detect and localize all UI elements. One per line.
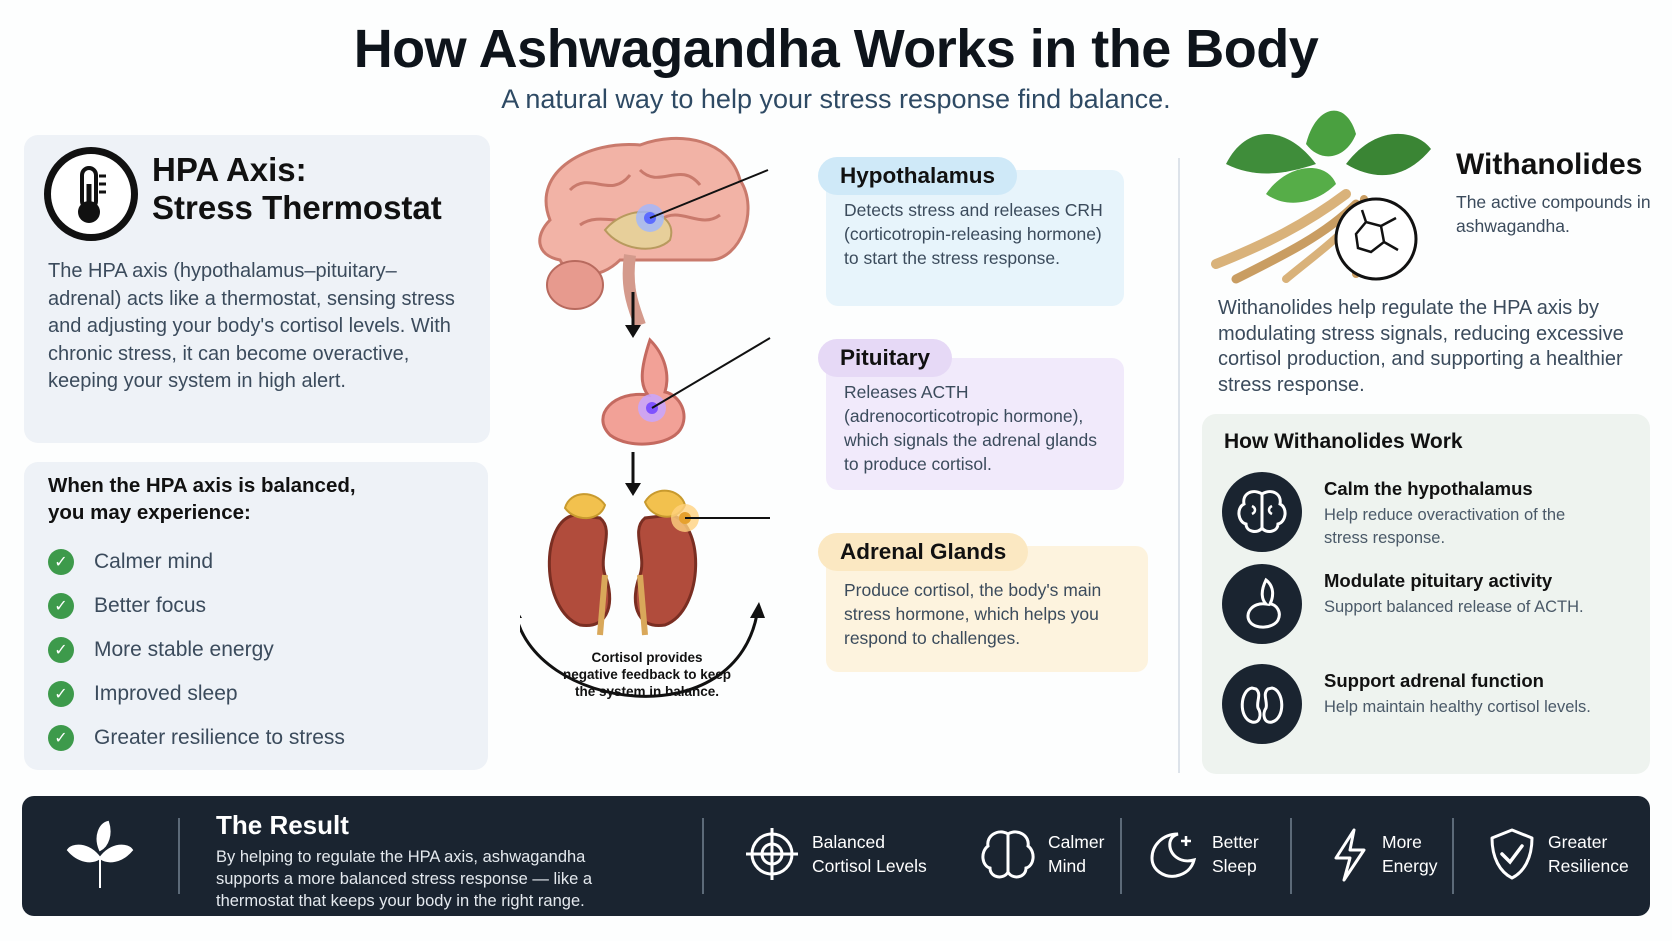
benefit-label: Balanced Cortisol Levels bbox=[812, 832, 927, 876]
list-item: ✓ Greater resilience to stress bbox=[48, 716, 345, 760]
benefit-calmer-mind: Calmer Mind bbox=[980, 818, 1110, 894]
brain-illustration bbox=[538, 137, 750, 327]
check-icon: ✓ bbox=[48, 681, 74, 707]
how-card-title: How Withanolides Work bbox=[1224, 430, 1463, 453]
how-item-pituitary: Modulate pituitary activity Support bala… bbox=[1222, 564, 1642, 644]
list-item-label: Greater resilience to stress bbox=[94, 726, 345, 749]
balanced-title-line1: When the HPA axis is balanced, bbox=[48, 474, 356, 497]
adrenal-label: Adrenal Glands bbox=[818, 533, 1029, 571]
how-item-head: Calm the hypothalamus bbox=[1324, 478, 1533, 499]
page-title: How Ashwagandha Works in the Body bbox=[353, 19, 1319, 79]
result-body: By helping to regulate the HPA axis, ash… bbox=[216, 848, 593, 910]
benefit-label: Greater Resilience bbox=[1548, 832, 1629, 876]
balanced-list: ✓ Calmer mind ✓ Better focus ✓ More stable … bbox=[48, 540, 345, 760]
withanolides-subtitle: The active compounds in ashwagandha. bbox=[1456, 192, 1651, 236]
hypothalamus-label: Hypothalamus bbox=[818, 157, 1018, 195]
bar-divider bbox=[1120, 818, 1122, 894]
hpa-card-title: HPA Axis: Stress Thermostat bbox=[152, 151, 442, 227]
list-item: ✓ More stable energy bbox=[48, 628, 345, 672]
hpa-title-line1: HPA Axis: bbox=[152, 151, 307, 188]
adrenal-kidney-illustration bbox=[547, 489, 699, 636]
benefit-label: More Energy bbox=[1382, 832, 1438, 876]
result-bar: The Result By helping to regulate the HP… bbox=[22, 796, 1650, 916]
target-icon bbox=[746, 828, 798, 880]
benefit-balanced-cortisol: Balanced Cortisol Levels bbox=[744, 818, 934, 894]
withanolides-title: Withanolides bbox=[1456, 148, 1643, 181]
how-item-text: Help reduce overactivation of the stress… bbox=[1324, 506, 1566, 547]
molecule-icon bbox=[1334, 197, 1418, 281]
how-item-hypothalamus: Calm the hypothalamus Help reduce overac… bbox=[1222, 472, 1642, 552]
how-item-text: Support balanced release of ACTH. bbox=[1324, 598, 1584, 616]
pituitary-info-box: Releases ACTH (adrenocorticotropic hormo… bbox=[826, 358, 1124, 490]
feedback-line2: negative feedback to keep bbox=[563, 667, 731, 682]
hpa-anatomy-diagram: Cortisol provides negative feedback to k… bbox=[520, 137, 771, 699]
ashwagandha-root-illustration bbox=[1211, 110, 1431, 284]
pituitary-icon bbox=[1222, 564, 1302, 644]
list-item-label: Improved sleep bbox=[94, 682, 238, 705]
balanced-title-line2: you may experience: bbox=[48, 501, 251, 524]
moon-icon bbox=[1150, 832, 1197, 878]
list-item-label: Better focus bbox=[94, 594, 207, 617]
benefit-better-sleep: Better Sleep bbox=[1144, 818, 1264, 894]
feedback-line1: Cortisol provides bbox=[591, 650, 702, 665]
how-item-head: Support adrenal function bbox=[1324, 670, 1544, 691]
feedback-line3: the system in balance. bbox=[575, 684, 719, 699]
list-item: ✓ Calmer mind bbox=[48, 540, 345, 584]
balanced-card-title: When the HPA axis is balanced, you may e… bbox=[48, 472, 356, 526]
check-icon: ✓ bbox=[48, 725, 74, 751]
result-title: The Result bbox=[216, 810, 349, 840]
benefit-more-energy: More Energy bbox=[1322, 818, 1442, 894]
how-item-text: Help maintain healthy cortisol levels. bbox=[1324, 698, 1591, 716]
page-subtitle: A natural way to help your stress respon… bbox=[501, 84, 1171, 114]
balanced-benefits-card: When the HPA axis is balanced, you may e… bbox=[24, 462, 488, 770]
benefit-greater-resilience: Greater Resilience bbox=[1484, 818, 1634, 894]
list-item-label: Calmer mind bbox=[94, 550, 214, 573]
bar-divider bbox=[1290, 818, 1292, 894]
benefit-label: Calmer Mind bbox=[1048, 832, 1105, 876]
withanolides-body: Withanolides help regulate the HPA axis … bbox=[1218, 297, 1624, 396]
hypothalamus-text: Detects stress and releases CRH (cortico… bbox=[844, 200, 1103, 268]
lightning-icon bbox=[1334, 828, 1366, 882]
how-withanolides-work-card: How Withanolides Work Calm the hypothala… bbox=[1202, 414, 1650, 774]
kidney-icon bbox=[1222, 664, 1302, 744]
list-item: ✓ Improved sleep bbox=[48, 672, 345, 716]
pituitary-label: Pituitary bbox=[818, 339, 953, 377]
hpa-card-body: The HPA axis (hypothalamus–pituitary–adr… bbox=[48, 260, 455, 392]
leaf-icon bbox=[62, 818, 138, 899]
check-icon: ✓ bbox=[48, 637, 74, 663]
bar-spacer bbox=[938, 818, 940, 894]
pituitary-text: Releases ACTH (adrenocorticotropic hormo… bbox=[844, 382, 1097, 474]
bar-divider bbox=[178, 818, 180, 894]
brain-icon bbox=[1222, 472, 1302, 552]
pituitary-illustration bbox=[601, 337, 686, 446]
hpa-axis-card: HPA Axis: Stress Thermostat The HPA axis… bbox=[24, 135, 490, 443]
bar-divider bbox=[702, 818, 704, 894]
benefit-label: Better Sleep bbox=[1212, 832, 1259, 876]
thermometer-icon bbox=[44, 147, 138, 241]
check-icon: ✓ bbox=[48, 549, 74, 575]
how-item-head: Modulate pituitary activity bbox=[1324, 570, 1553, 591]
bar-divider bbox=[1452, 818, 1454, 894]
brain-icon bbox=[981, 830, 1035, 879]
check-icon: ✓ bbox=[48, 593, 74, 619]
adrenal-text: Produce cortisol, the body's main stress… bbox=[844, 580, 1102, 648]
hpa-title-line2: Stress Thermostat bbox=[152, 189, 442, 226]
list-item-label: More stable energy bbox=[94, 638, 274, 661]
how-item-adrenal: Support adrenal function Help maintain h… bbox=[1222, 664, 1642, 744]
column-divider bbox=[1178, 158, 1180, 773]
shield-check-icon bbox=[1490, 828, 1534, 880]
list-item: ✓ Better focus bbox=[48, 584, 345, 628]
